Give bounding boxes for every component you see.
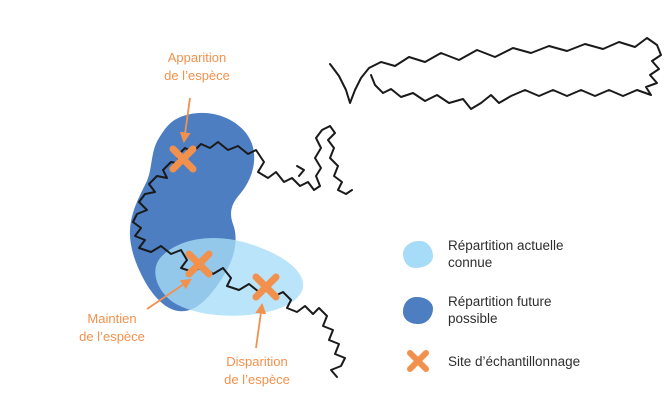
disparition-label: Disparition de l’espèce — [203, 353, 311, 389]
sampling-sites — [169, 145, 280, 301]
coastline — [132, 37, 662, 378]
coastline-small-island — [296, 165, 305, 177]
legend-label-current-range: Répartition actuelle connue — [448, 238, 564, 270]
maintien-label-line2: de l’espèce — [79, 329, 145, 344]
annotation-arrows — [146, 97, 267, 349]
sampling-cross-apparition — [169, 145, 197, 173]
legend-item-current-range: Répartition actuelle connue — [400, 237, 598, 271]
sampling-cross-maintien — [185, 250, 213, 278]
sampling-site-cross-icon — [400, 349, 436, 373]
sampling-cross-disparition — [252, 273, 280, 301]
apparition-label-line2: de l’espèce — [164, 68, 230, 83]
maintien-arrow — [146, 278, 192, 310]
maintien-label: Maintien de l’espèce — [58, 310, 166, 346]
disparition-arrow — [255, 302, 267, 349]
apparition-label-line1: Apparition — [167, 50, 227, 65]
legend: Répartition actuelle connue Répartition … — [400, 237, 598, 373]
future-range-blob-icon — [400, 296, 436, 324]
coastline-mainland — [132, 125, 353, 378]
legend-label-sampling-site: Site d’échantillonnage — [448, 353, 581, 369]
disparition-label-line1: Disparition — [226, 354, 288, 369]
apparition-arrow — [179, 97, 191, 144]
legend-item-sampling-site: Site d’échantillonnage — [400, 349, 598, 373]
current-range-blob-icon — [400, 240, 436, 268]
disparition-label-line2: de l’espèce — [224, 372, 290, 387]
maintien-label-line1: Maintien — [87, 311, 137, 326]
coastline-north-landmass — [329, 37, 662, 110]
apparition-label: Apparition de l’espèce — [139, 49, 255, 85]
legend-item-future-range: Répartition future possible — [400, 293, 598, 327]
legend-label-future-range: Répartition future possible — [448, 294, 552, 326]
